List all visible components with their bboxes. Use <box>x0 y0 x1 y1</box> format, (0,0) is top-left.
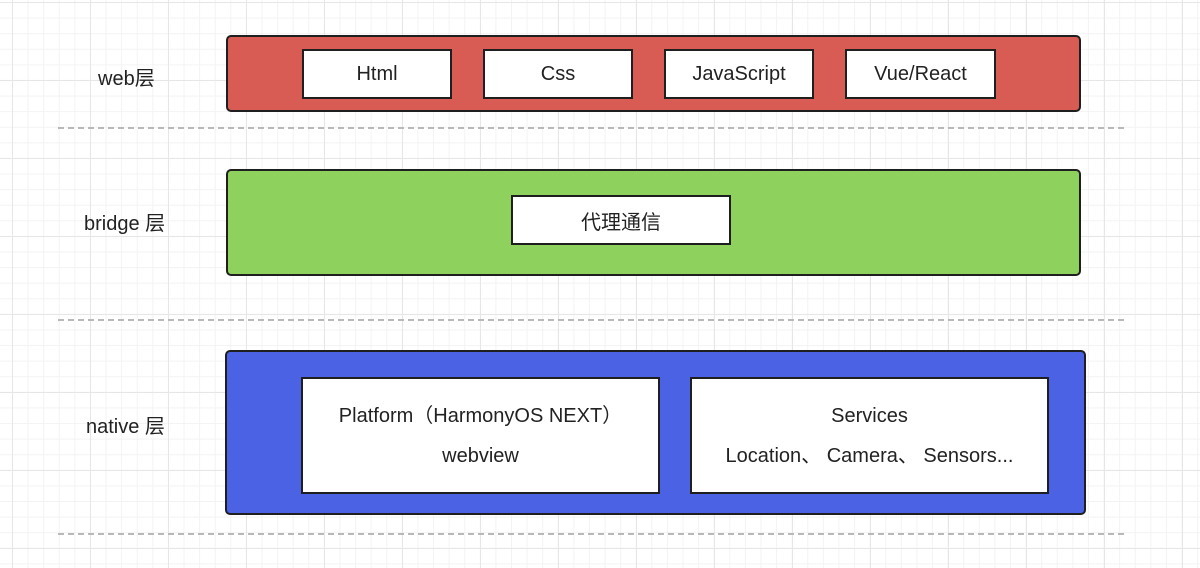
native-services-box: Services Location、 Camera、 Sensors... <box>690 377 1049 494</box>
native-layer-label: native 层 <box>86 416 165 438</box>
web-item-javascript: JavaScript <box>664 49 814 99</box>
native-services-title: Services <box>831 404 908 427</box>
web-item-html: Html <box>302 49 452 99</box>
web-layer-label: web层 <box>98 68 155 90</box>
separator-bottom <box>58 533 1124 535</box>
bridge-item-proxy-communication-label: 代理通信 <box>581 211 661 234</box>
native-platform-box: Platform（HarmonyOS NEXT） webview <box>301 377 660 494</box>
bridge-layer-label: bridge 层 <box>84 213 166 235</box>
native-services-subtitle: Location、 Camera、 Sensors... <box>725 444 1014 467</box>
web-item-vue-react: Vue/React <box>845 49 996 99</box>
separator-web-bridge <box>58 127 1124 129</box>
separator-bridge-native <box>58 319 1124 321</box>
web-item-javascript-label: JavaScript <box>692 62 786 85</box>
web-item-vue-react-label: Vue/React <box>874 62 967 85</box>
web-item-html-label: Html <box>356 62 398 85</box>
bridge-item-proxy-communication: 代理通信 <box>511 195 731 245</box>
native-platform-title: Platform（HarmonyOS NEXT） <box>338 404 623 427</box>
web-item-css-label: Css <box>540 62 576 85</box>
web-item-css: Css <box>483 49 633 99</box>
native-platform-subtitle: webview <box>442 444 519 467</box>
